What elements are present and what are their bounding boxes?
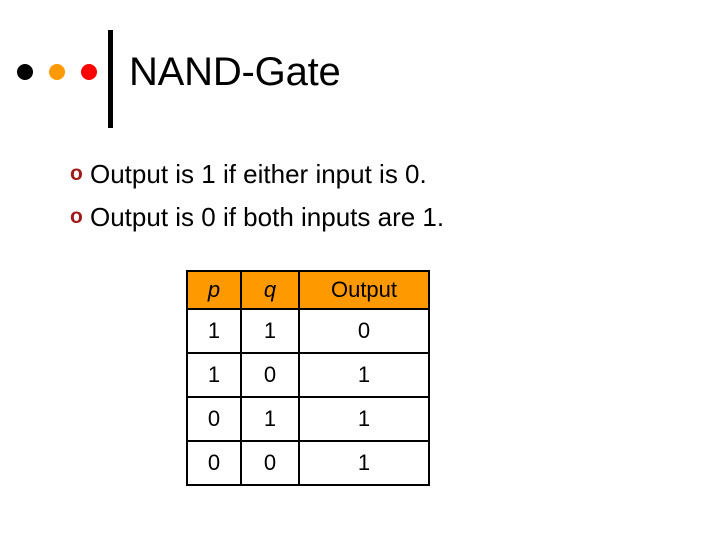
red-dot-icon — [81, 64, 97, 80]
bullet-circle-icon: o — [70, 162, 83, 185]
table-row: 0 1 1 — [186, 396, 430, 442]
cell-output: 1 — [298, 396, 430, 442]
decoration-dots — [17, 64, 97, 80]
title-divider-bar — [108, 30, 113, 128]
table-row: 1 1 0 — [186, 308, 430, 354]
bullet-circle-icon: o — [70, 205, 83, 228]
truth-table: p q Output 1 1 0 1 0 1 0 1 1 0 — [186, 270, 430, 486]
list-item: o Output is 1 if either input is 0. — [70, 156, 670, 199]
cell-q: 1 — [240, 396, 300, 442]
cell-q: 0 — [240, 440, 300, 486]
bullet-text: Output is 1 if either input is 0. — [90, 159, 427, 189]
cell-p: 1 — [186, 352, 242, 398]
cell-p: 0 — [186, 396, 242, 442]
cell-q: 0 — [240, 352, 300, 398]
table-body: 1 1 0 1 0 1 0 1 1 0 0 1 — [186, 308, 430, 486]
column-header-q: q — [240, 270, 300, 310]
bullet-list: o Output is 1 if either input is 0. o Ou… — [70, 156, 670, 242]
cell-output: 1 — [298, 440, 430, 486]
cell-p: 1 — [186, 308, 242, 354]
cell-output: 1 — [298, 352, 430, 398]
black-dot-icon — [17, 64, 33, 80]
bullet-text: Output is 0 if both inputs are 1. — [90, 202, 445, 232]
cell-output: 0 — [298, 308, 430, 354]
cell-q: 1 — [240, 308, 300, 354]
table-row: 1 0 1 — [186, 352, 430, 398]
column-header-output: Output — [298, 270, 430, 310]
column-header-p: p — [186, 270, 242, 310]
table-row: 0 0 1 — [186, 440, 430, 486]
orange-dot-icon — [49, 64, 65, 80]
table-header-row: p q Output — [186, 270, 430, 310]
cell-p: 0 — [186, 440, 242, 486]
list-item: o Output is 0 if both inputs are 1. — [70, 199, 670, 242]
page-title: NAND-Gate — [129, 50, 341, 94]
table-header: p q Output — [186, 270, 430, 310]
